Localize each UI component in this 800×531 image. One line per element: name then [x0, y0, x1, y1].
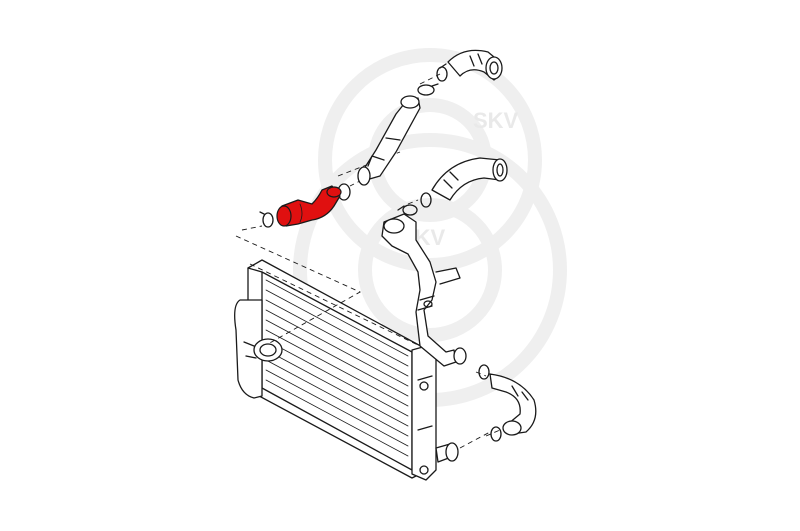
upper-clamp-1	[436, 63, 448, 82]
red-hose-clamp	[259, 211, 274, 228]
assembly-lines	[235, 73, 501, 449]
middle-clamp-2	[397, 204, 418, 216]
upper-turbo-elbow-hose	[447, 49, 503, 81]
intercooler-outlet	[435, 442, 459, 463]
intercooler-core	[234, 259, 437, 481]
highlighted-boost-hose	[276, 185, 342, 227]
lower-clamp	[478, 364, 490, 380]
lower-charge-pipe	[381, 213, 467, 367]
middle-clamp	[420, 192, 432, 208]
lower-elbow-hose	[489, 373, 537, 436]
upper-charge-pipe	[357, 95, 421, 186]
lower-elbow-clamp	[490, 426, 502, 442]
intercooler-inlet	[243, 338, 283, 362]
upper-clamp-2	[417, 83, 439, 96]
intercooler-fins	[265, 279, 409, 457]
middle-elbow-hose	[431, 157, 508, 201]
watermark-text-upper: SKV	[473, 108, 519, 133]
